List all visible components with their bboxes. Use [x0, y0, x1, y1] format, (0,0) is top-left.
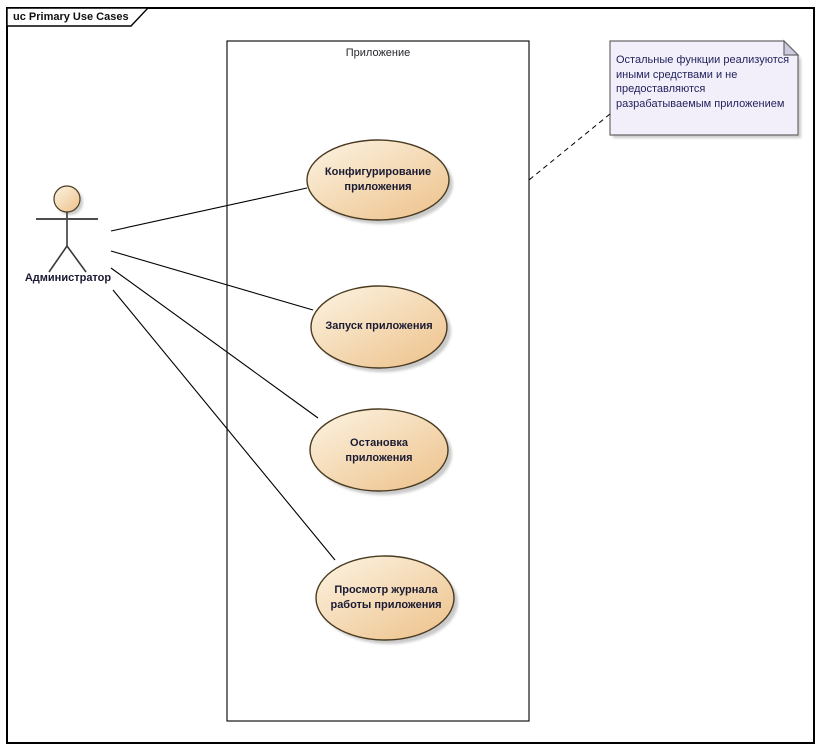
actor-label: Администратор [24, 272, 112, 284]
note-shape[interactable] [609, 40, 799, 136]
usecase-start-label: Запуск приложения [325, 320, 433, 332]
actor-right-leg [66, 245, 87, 273]
association-configure[interactable] [110, 187, 308, 232]
usecase-stop[interactable] [309, 408, 449, 492]
usecase-stop-label: Остановка приложения [345, 437, 413, 464]
association-stop[interactable] [110, 267, 319, 419]
association-start[interactable] [110, 250, 314, 311]
system-boundary-title: Приложение [345, 47, 411, 59]
usecase-configure-label: Конфигурирование приложения [324, 166, 432, 193]
usecase-viewlog-label: Просмотр журнала работы приложения [330, 584, 442, 611]
frame-border [6, 7, 815, 744]
usecase-start[interactable] [310, 285, 448, 369]
note-text: Остальные функции реализуются иными сред… [616, 54, 790, 110]
note-fold-corner [783, 39, 800, 56]
actor-head [53, 185, 81, 213]
note-link-line[interactable] [528, 113, 611, 181]
actor-figure[interactable] [36, 185, 98, 273]
frame-title: uc Primary Use Cases [13, 11, 129, 23]
actor-left-leg [48, 245, 68, 273]
frame-tab [6, 7, 150, 27]
usecase-configure[interactable] [306, 139, 450, 221]
association-viewlog[interactable] [112, 289, 336, 561]
usecase-viewlog[interactable] [315, 555, 455, 641]
